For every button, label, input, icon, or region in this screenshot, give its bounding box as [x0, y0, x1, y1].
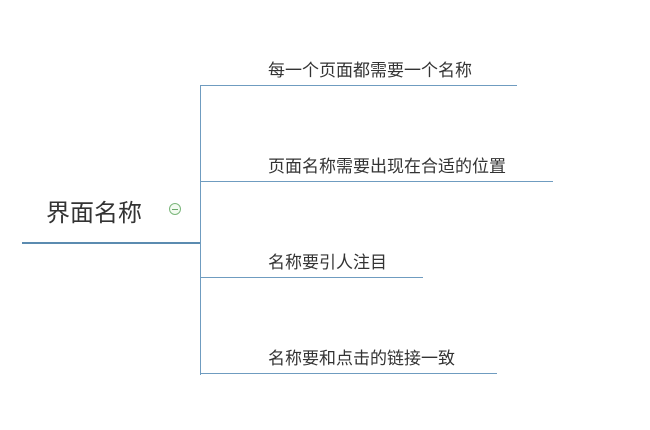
root-node-label[interactable]: 界面名称: [46, 199, 142, 227]
collapse-toggle-icon[interactable]: [169, 203, 181, 215]
root-node-underline: [22, 242, 200, 244]
branch-node-2-label[interactable]: 页面名称需要出现在合适的位置: [268, 157, 506, 177]
branch-node-3-underline: [200, 277, 423, 278]
branch-node-1-underline: [200, 85, 517, 86]
branch-connector-trunk: [200, 85, 201, 375]
branch-node-4-underline: [200, 373, 497, 374]
branch-node-2-underline: [200, 181, 553, 182]
branch-node-3-label[interactable]: 名称要引人注目: [268, 253, 387, 273]
branch-node-4-label[interactable]: 名称要和点击的链接一致: [268, 349, 455, 369]
branch-node-1-label[interactable]: 每一个页面都需要一个名称: [268, 61, 472, 81]
